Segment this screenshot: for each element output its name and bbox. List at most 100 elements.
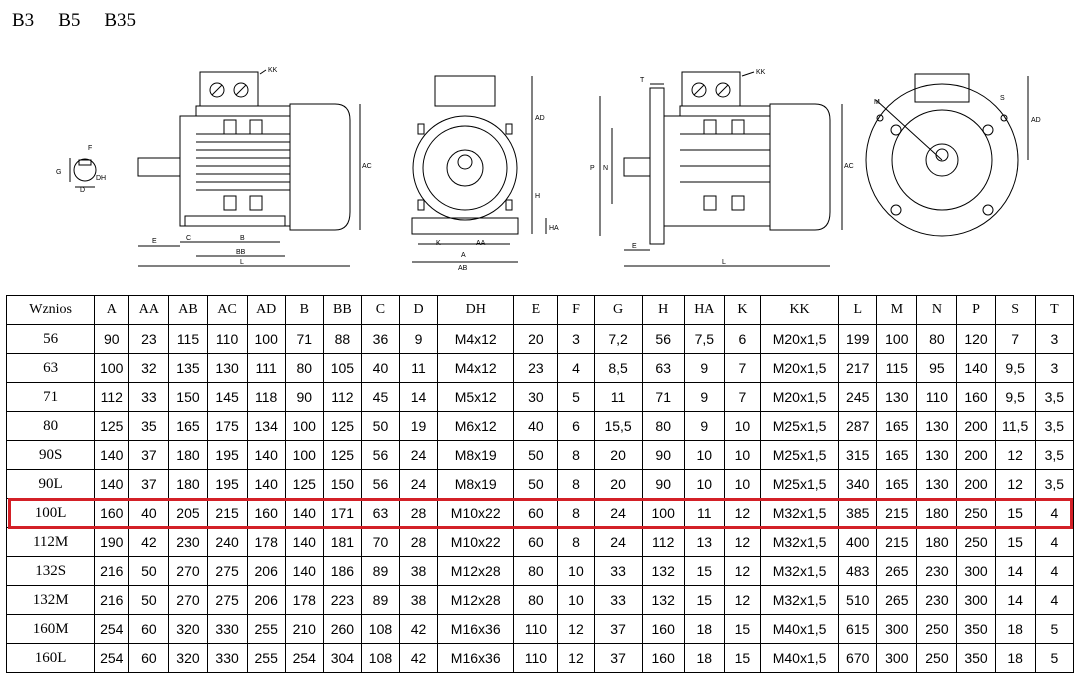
table-cell: 240: [206, 527, 248, 557]
row-size-label: 160L: [5, 643, 96, 673]
svg-text:T: T: [640, 77, 645, 84]
column-header: N: [916, 295, 958, 325]
table-cell: 230: [916, 585, 958, 615]
svg-text:P: P: [590, 165, 595, 172]
table-cell: 350: [956, 614, 996, 644]
svg-text:AC: AC: [362, 163, 372, 170]
table-cell: 250: [916, 643, 958, 673]
table-cell: 33: [593, 585, 643, 615]
table-cell: 287: [838, 411, 878, 441]
table-cell: 190: [94, 527, 130, 557]
table-cell: 275: [206, 556, 248, 586]
table-cell: 15,5: [593, 411, 643, 441]
table-cell: M8x19: [437, 469, 515, 499]
table-cell: 385: [838, 498, 878, 528]
table-cell: 510: [838, 585, 878, 615]
table-cell: 8: [557, 440, 595, 470]
svg-text:H: H: [535, 193, 540, 200]
column-header: K: [723, 295, 761, 325]
table-cell: 260: [322, 614, 362, 644]
table-cell: 400: [838, 527, 878, 557]
table-cell: 215: [206, 498, 248, 528]
table-cell: 56: [360, 440, 401, 470]
table-cell: M10x22: [437, 498, 515, 528]
table-cell: 8: [557, 527, 595, 557]
table-cell: M4x12: [437, 353, 515, 383]
table-cell: 223: [322, 585, 362, 615]
table-cell: 32: [128, 353, 170, 383]
table-cell: 215: [876, 498, 918, 528]
table-cell: 125: [284, 469, 324, 499]
table-cell: 250: [956, 527, 996, 557]
column-header: AC: [206, 295, 248, 325]
table-cell: 40: [513, 411, 559, 441]
table-cell: 37: [593, 643, 643, 673]
svg-text:AA: AA: [476, 240, 486, 247]
row-size-label: 63: [5, 353, 96, 383]
table-cell: 63: [360, 498, 401, 528]
table-cell: 140: [94, 469, 130, 499]
table-cell: 12: [557, 643, 595, 673]
table-cell: 130: [916, 411, 958, 441]
svg-text:HA: HA: [549, 225, 559, 232]
table-cell: 275: [206, 585, 248, 615]
table-cell: 140: [284, 498, 324, 528]
table-cell: 135: [168, 353, 208, 383]
table-cell: 3,5: [1034, 440, 1075, 470]
column-header: T: [1034, 295, 1075, 325]
table-cell: 12: [723, 556, 761, 586]
table-cell: 9,5: [994, 353, 1036, 383]
table-cell: 200: [956, 411, 996, 441]
column-header: KK: [759, 295, 840, 325]
table-cell: 4: [1034, 498, 1075, 528]
table-cell: 100: [94, 353, 130, 383]
table-cell: 3: [557, 324, 595, 354]
table-cell: 4: [1034, 556, 1075, 586]
table-cell: 100: [284, 411, 324, 441]
table-cell: 300: [876, 614, 918, 644]
row-size-label: 112M: [5, 527, 96, 557]
shaft-key-detail: F G D DH: [56, 145, 106, 194]
table-cell: 230: [168, 527, 208, 557]
table-cell: 3,5: [1034, 382, 1075, 412]
table-cell: 250: [916, 614, 958, 644]
table-cell: M5x12: [437, 382, 515, 412]
svg-text:B: B: [240, 235, 245, 242]
table-cell: 132: [641, 585, 685, 615]
table-cell: 80: [916, 324, 958, 354]
table-cell: 6: [557, 411, 595, 441]
table-cell: 350: [956, 643, 996, 673]
table-cell: 110: [916, 382, 958, 412]
svg-text:N: N: [603, 165, 608, 172]
svg-text:K: K: [436, 240, 441, 247]
table-cell: 15: [683, 585, 725, 615]
table-cell: 5: [557, 382, 595, 412]
table-cell: 71: [641, 382, 685, 412]
table-cell: 14: [994, 585, 1036, 615]
table-cell: M40x1,5: [759, 614, 840, 644]
svg-text:F: F: [88, 145, 92, 152]
mounting-type-header: B3 B5 B35: [12, 10, 136, 32]
column-header: E: [513, 295, 559, 325]
table-cell: 23: [128, 324, 170, 354]
table-cell: M20x1,5: [759, 382, 840, 412]
table-cell: 265: [876, 585, 918, 615]
mounting-type-b3: B3: [12, 10, 35, 31]
table-cell: 134: [246, 411, 286, 441]
table-cell: 19: [399, 411, 439, 441]
table-cell: 15: [723, 643, 761, 673]
table-cell: 60: [128, 614, 170, 644]
table-cell: 63: [641, 353, 685, 383]
table-cell: 118: [246, 382, 286, 412]
b35-side-view: KK P N T E L AC: [590, 69, 854, 267]
table-cell: M20x1,5: [759, 353, 840, 383]
table-cell: 28: [399, 527, 439, 557]
table-cell: 216: [94, 585, 130, 615]
table-cell: 42: [128, 527, 170, 557]
table-cell: 50: [513, 440, 559, 470]
table-cell: M4x12: [437, 324, 515, 354]
